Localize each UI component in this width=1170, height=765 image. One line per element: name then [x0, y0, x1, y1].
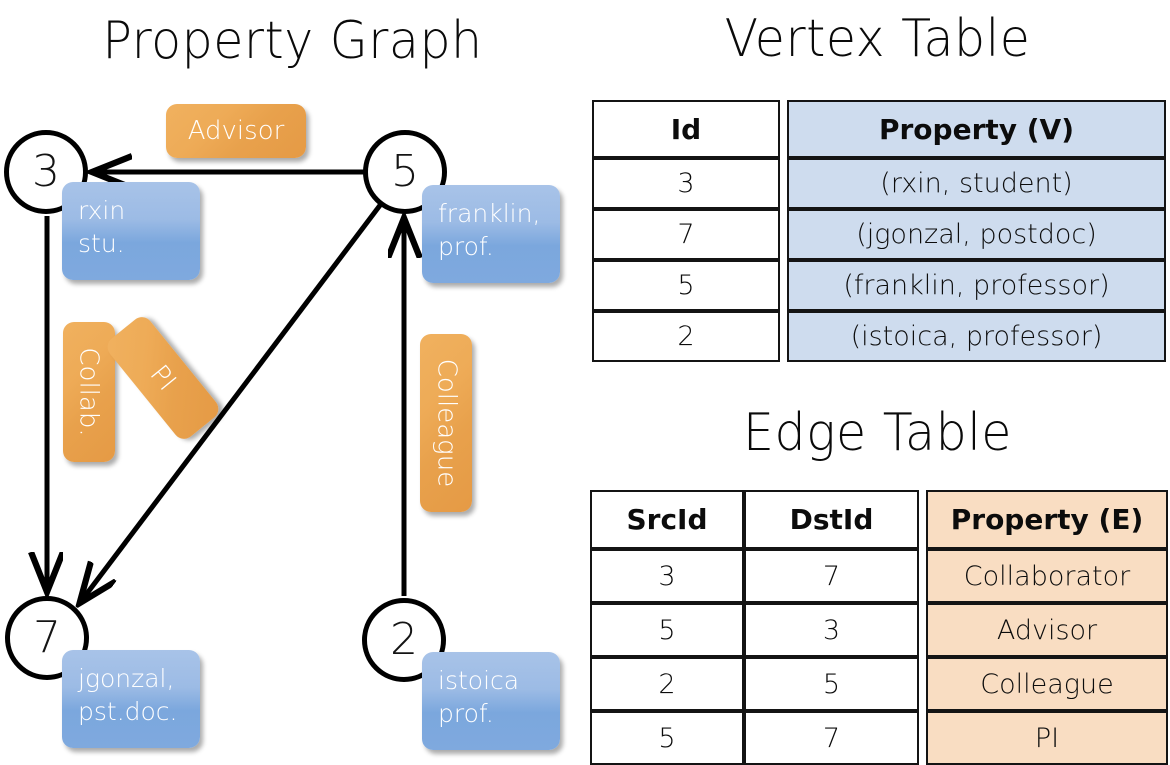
vertex-cell-id: 7 [592, 209, 780, 260]
graph-node-5-label: 5 [391, 146, 419, 197]
vertex-property-line: pst.doc. [78, 697, 178, 726]
edge-cell-property: PI [926, 711, 1168, 765]
edge-table-col-dstid: DstId [744, 490, 919, 549]
vertex-property-line: rxin [78, 196, 126, 225]
vertex-cell-property: (franklin, professor) [787, 260, 1166, 311]
table-row: 2 (istoica, professor) [592, 311, 1166, 362]
graph-node-5[interactable]: 5 [363, 130, 447, 214]
edge-label-box-advisor[interactable]: Advisor [166, 104, 306, 158]
graph-node-7-label: 7 [33, 612, 61, 663]
vertex-property-line: stu. [78, 229, 125, 258]
edge-cell-dstid: 7 [744, 711, 919, 765]
column-gap [780, 100, 787, 158]
page-title-vertex-table: Vertex Table [724, 8, 1031, 69]
column-gap [919, 549, 926, 603]
vertex-table-col-property: Property (V) [787, 100, 1166, 158]
table-header-row: Id Property (V) [592, 100, 1166, 158]
edge-label-text: Collab. [74, 347, 104, 437]
vertex-property-line: prof. [438, 232, 494, 261]
edge-table: SrcId DstId Property (E) 3 7 Collaborato… [590, 490, 1168, 765]
table-row: 2 5 Colleague [590, 657, 1168, 711]
edge-cell-dstid: 3 [744, 603, 919, 657]
edge-cell-dstid: 7 [744, 549, 919, 603]
edge-cell-srcid: 3 [590, 549, 744, 603]
vertex-property-box-jgonzal[interactable]: jgonzal, pst.doc. [62, 650, 200, 748]
column-gap [919, 657, 926, 711]
edge-cell-property: Collaborator [926, 549, 1168, 603]
page-title-property-graph: Property Graph [102, 10, 483, 71]
edge-table-col-property: Property (E) [926, 490, 1168, 549]
edge-label-box-colleague[interactable]: Colleague [420, 334, 472, 512]
graph-node-2-label: 2 [390, 614, 418, 665]
column-gap [780, 311, 787, 362]
column-gap [780, 260, 787, 311]
edge-label-text: PI [143, 359, 183, 397]
graph-node-2[interactable]: 2 [362, 598, 446, 682]
edge-cell-srcid: 5 [590, 711, 744, 765]
page-title-edge-table: Edge Table [743, 402, 1012, 463]
edge-cell-srcid: 5 [590, 603, 744, 657]
vertex-cell-property: (jgonzal, postdoc) [787, 209, 1166, 260]
vertex-cell-property: (rxin, student) [787, 158, 1166, 209]
table-row: 5 (franklin, professor) [592, 260, 1166, 311]
edge-cell-property: Advisor [926, 603, 1168, 657]
vertex-cell-property: (istoica, professor) [787, 311, 1166, 362]
graph-node-3-label: 3 [32, 146, 60, 197]
edge-label-text: Colleague [431, 358, 462, 488]
table-row: 3 (rxin, student) [592, 158, 1166, 209]
column-gap [919, 711, 926, 765]
vertex-table: Id Property (V) 3 (rxin, student) 7 (jgo… [592, 100, 1166, 362]
vertex-cell-id: 5 [592, 260, 780, 311]
edge-cell-dstid: 5 [744, 657, 919, 711]
edge-cell-property: Colleague [926, 657, 1168, 711]
column-gap [919, 490, 926, 549]
table-header-row: SrcId DstId Property (E) [590, 490, 1168, 549]
table-row: 3 7 Collaborator [590, 549, 1168, 603]
vertex-property-line: prof. [438, 699, 494, 728]
vertex-property-line: jgonzal, [78, 664, 175, 693]
edge-label-text: Advisor [187, 116, 285, 146]
edge-cell-srcid: 2 [590, 657, 744, 711]
vertex-property-line: istoica [438, 666, 520, 695]
edge-5-to-7-pi [82, 198, 386, 600]
graph-edges-svg [0, 0, 585, 760]
vertex-property-box-rxin[interactable]: rxin stu. [62, 182, 200, 280]
vertex-property-box-istoica[interactable]: istoica prof. [422, 652, 560, 750]
vertex-property-box-franklin[interactable]: franklin, prof. [422, 185, 560, 283]
column-gap [780, 158, 787, 209]
column-gap [780, 209, 787, 260]
table-row: 5 7 PI [590, 711, 1168, 765]
property-graph-diagram: 3 5 7 2 rxin stu. franklin, prof. jgonza… [0, 0, 585, 760]
edge-table-col-srcid: SrcId [590, 490, 744, 549]
vertex-table-col-id: Id [592, 100, 780, 158]
table-row: 5 3 Advisor [590, 603, 1168, 657]
vertex-cell-id: 2 [592, 311, 780, 362]
table-row: 7 (jgonzal, postdoc) [592, 209, 1166, 260]
column-gap [919, 603, 926, 657]
vertex-cell-id: 3 [592, 158, 780, 209]
vertex-property-line: franklin, [438, 199, 541, 228]
